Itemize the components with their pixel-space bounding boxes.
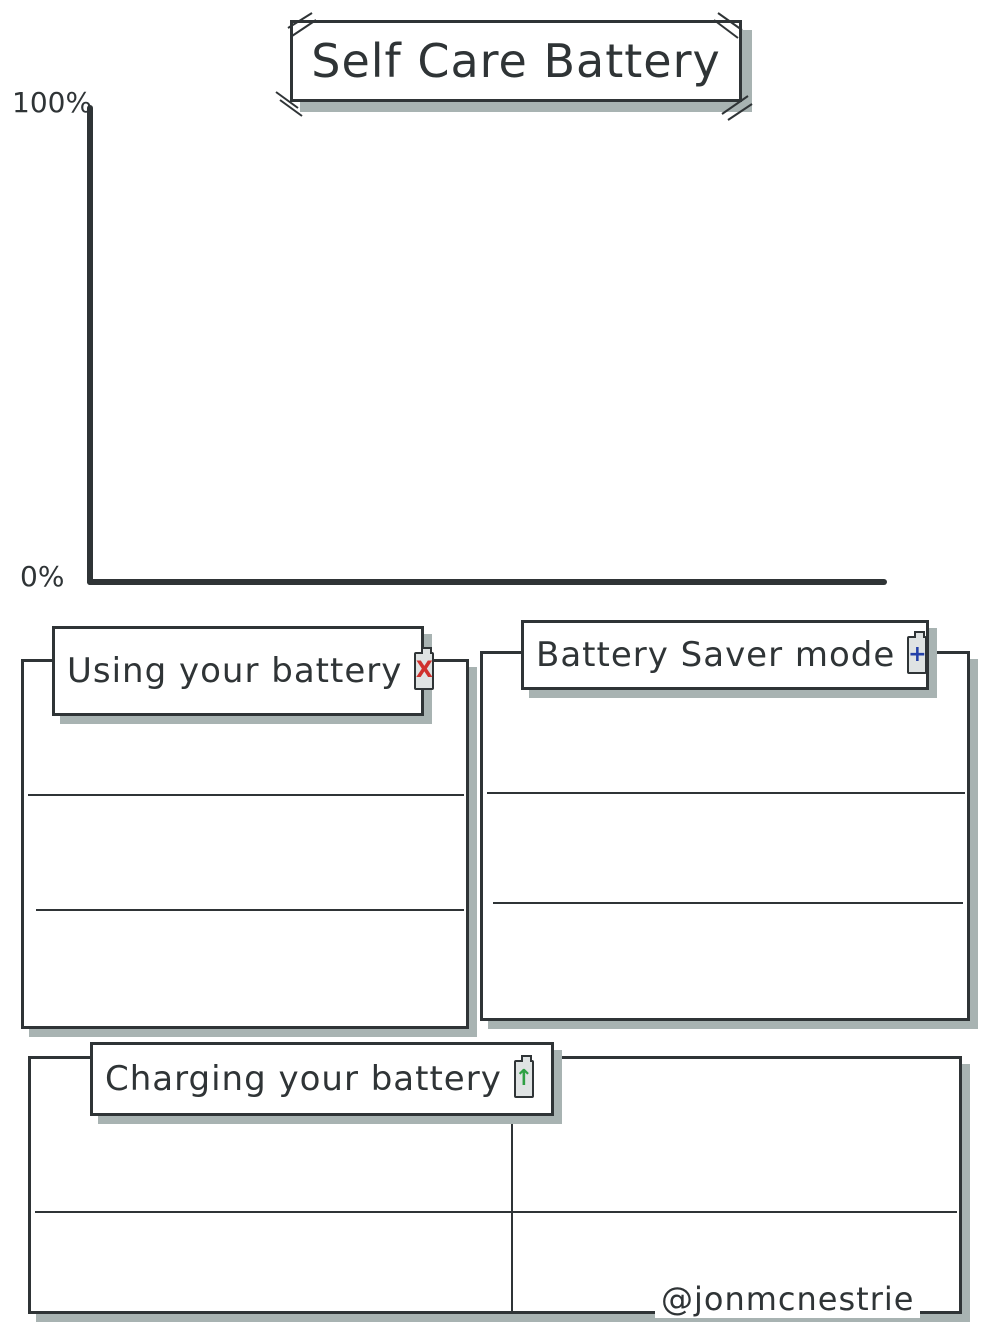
charging-line-1	[35, 1211, 957, 1213]
tape-corners	[275, 12, 753, 121]
using-line-1	[28, 794, 464, 796]
battery-charging-icon: ↑	[513, 1055, 534, 1098]
using-label: Using your battery	[67, 651, 403, 691]
battery-plus-icon: +	[907, 631, 928, 674]
saver-line-2	[493, 902, 963, 904]
using-line-2	[36, 909, 464, 911]
page-title: Self Care Battery	[311, 34, 721, 88]
using-tag: Using your battery X	[52, 626, 435, 716]
axis-top-label: 100%	[12, 86, 93, 119]
battery-drain-icon: X	[414, 647, 435, 690]
charging-tag: Charging your battery ↑	[90, 1042, 554, 1116]
charging-divider	[511, 1059, 513, 1311]
title-box: Self Care Battery	[290, 20, 742, 102]
saver-line-1	[487, 792, 965, 794]
chart-axes	[87, 105, 887, 585]
charging-label: Charging your battery	[105, 1059, 502, 1099]
author-credit: @jonmcnestrie	[655, 1280, 921, 1318]
saver-tag: Battery Saver mode +	[521, 620, 929, 690]
axis-bottom-label: 0%	[20, 560, 65, 593]
saver-panel	[480, 651, 970, 1021]
saver-label: Battery Saver mode	[536, 635, 896, 675]
